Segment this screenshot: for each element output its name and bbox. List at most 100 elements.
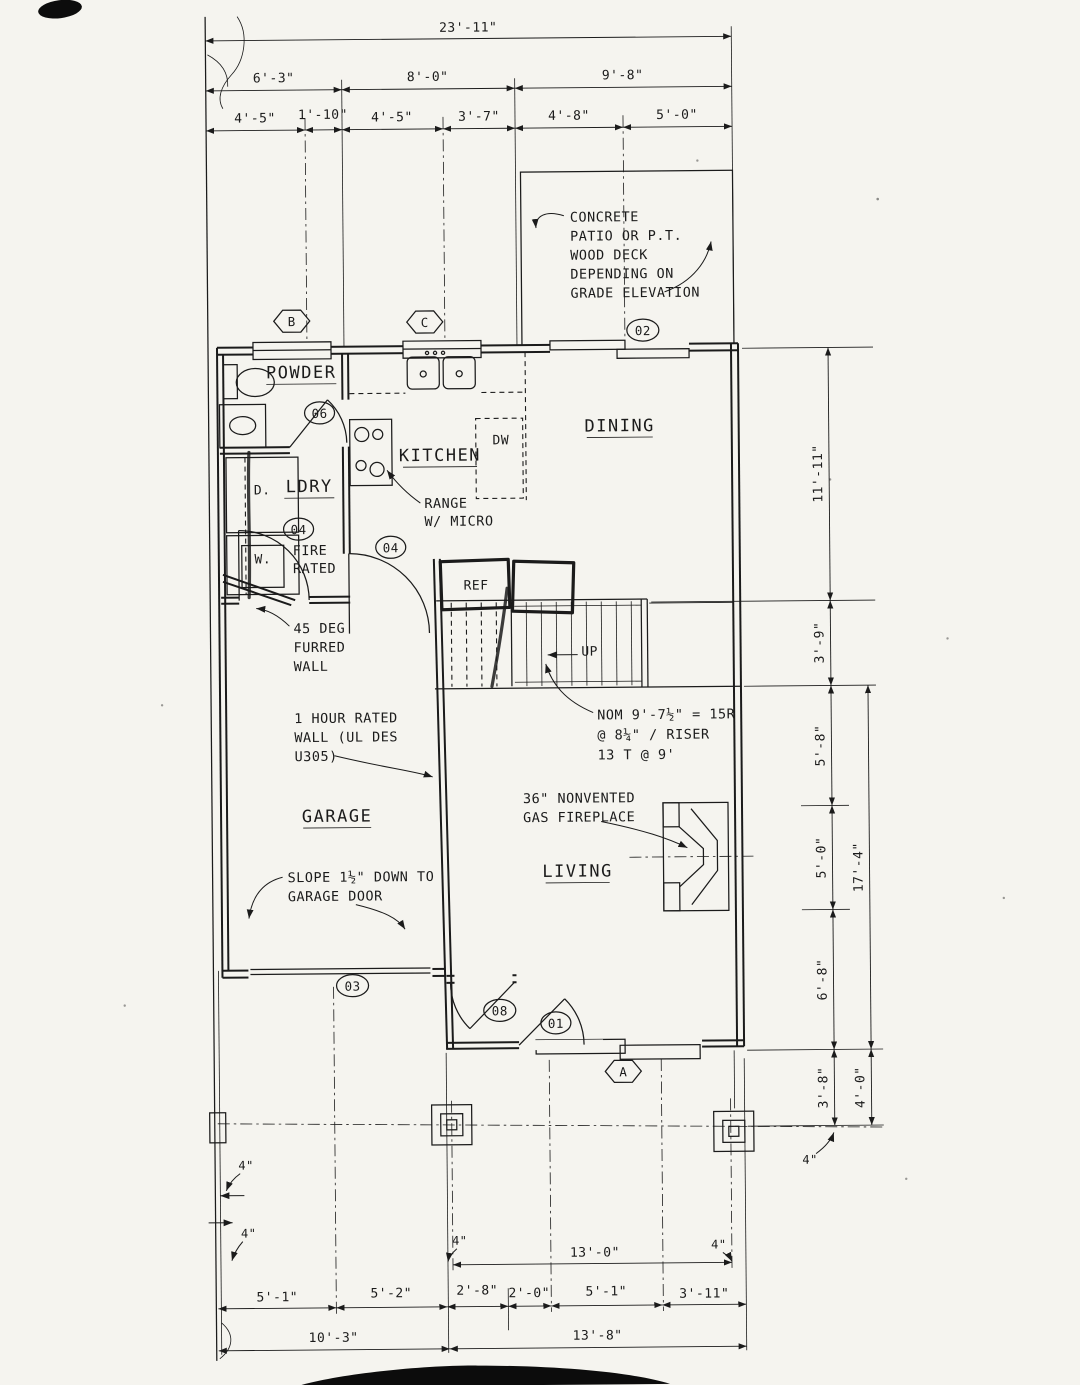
room-label-garage: GARAGE xyxy=(302,806,373,827)
dim-right-4-0: 4'-0" xyxy=(853,1066,868,1108)
door-04-garage-hall xyxy=(348,553,431,634)
break-line-top-2 xyxy=(207,54,229,87)
slope-leader-right xyxy=(355,904,406,930)
dim-bot-13-8: 13'-8" xyxy=(573,1328,623,1343)
break-line-bottom xyxy=(219,1322,232,1360)
note-fireplace-2: GAS FIREPLACE xyxy=(523,809,635,826)
room-label-powder: POWDER xyxy=(266,363,337,384)
keynote-markers: 02 06 04 04 03 08 01 xyxy=(282,318,660,1035)
dim-top-8-0: 8'-0" xyxy=(407,70,449,85)
room-label-kitchen: KITCHEN xyxy=(399,446,481,467)
room-label-laundry: LDRY xyxy=(286,477,333,497)
scan-blob-bottom xyxy=(294,1365,671,1385)
offset-leader-right xyxy=(815,1132,835,1155)
room-label-dining: DINING xyxy=(584,416,655,437)
offset-4in-bottom-right: 4" xyxy=(711,1237,727,1251)
offset-leader-lu xyxy=(225,1173,241,1191)
furred-leader xyxy=(256,605,290,627)
note-slope-2: GARAGE DOOR xyxy=(288,888,383,905)
dim-top-5-0: 5'-0" xyxy=(656,108,698,123)
dim-top-1-10: 1'-10" xyxy=(298,108,348,123)
offset-leader-bl xyxy=(445,1248,458,1262)
scan-stroke xyxy=(246,450,252,600)
keynote-01: 01 xyxy=(548,1016,564,1031)
toilet-bowl xyxy=(235,367,275,398)
kitchen-fixtures: DW xyxy=(348,350,527,501)
one-hour-rated-wall xyxy=(432,558,449,1049)
dim-bottom-porch: 13'-0" xyxy=(570,1245,620,1260)
note-rated-3: U305) xyxy=(294,749,337,765)
door-powder xyxy=(289,399,348,448)
break-line-top xyxy=(219,16,245,109)
washer-inner xyxy=(241,544,285,589)
refrigerator-label: REF xyxy=(464,578,489,593)
note-stairs-1: NOM 9'-7½" = 15R xyxy=(597,706,736,723)
room-labels: POWDER KITCHEN DINING LDRY GARAGE LIVING xyxy=(266,363,655,884)
windows-doors xyxy=(237,336,703,1062)
dim-top-4-5a: 4'-5" xyxy=(234,111,276,126)
porch xyxy=(209,1050,884,1153)
keynote-06: 06 xyxy=(311,406,327,421)
range-leader xyxy=(386,470,421,504)
stairs-up-label: UP xyxy=(581,644,598,659)
note-furred-2: FURRED xyxy=(294,640,346,656)
keynote-02: 02 xyxy=(635,323,651,338)
porch-post-2 xyxy=(713,1110,755,1153)
patio-leader-right xyxy=(664,241,713,293)
dim-right-3-8: 3'-8" xyxy=(816,1067,831,1109)
dishwasher-label: DW xyxy=(492,433,509,448)
refrigerator-outline xyxy=(438,557,512,612)
keynote-03: 03 xyxy=(344,979,360,994)
dim-bot-5-2: 5'-2" xyxy=(370,1286,412,1301)
offset-4in-right: 4" xyxy=(802,1153,818,1167)
dim-bot-2-0: 2'-0" xyxy=(508,1286,550,1301)
lot-line xyxy=(204,16,245,1361)
dim-bot-3-11: 3'-11" xyxy=(679,1286,729,1301)
dryer-label: D. xyxy=(254,483,271,498)
sink-basin-left xyxy=(406,356,440,390)
door-01 xyxy=(518,998,585,1046)
keynote-08: 08 xyxy=(492,1003,508,1018)
note-slope-1: SLOPE 1½" DOWN TO xyxy=(288,869,435,886)
note-rated-1: 1 HOUR RATED xyxy=(294,710,398,727)
dim-right-5-0: 5'-0" xyxy=(814,837,829,879)
laundry-fixtures: D. W. xyxy=(225,450,300,600)
powder-fixtures xyxy=(218,364,275,449)
dryer-box xyxy=(225,456,300,534)
patio-slider-panel-2 xyxy=(616,348,690,359)
note-fireplace-1: 36" NONVENTED xyxy=(523,790,635,807)
dim-top-4-8: 4'-8" xyxy=(548,109,590,124)
dimensions-right: 11'-11" 3'-9" 5'-8" 5'-0" 6'-8" 3'-8" 17… xyxy=(651,346,884,1167)
door-08 xyxy=(449,981,515,1030)
fireplace-outline xyxy=(662,801,730,912)
dim-top-4-5b: 4'-5" xyxy=(371,110,413,125)
note-stairs-2: @ 8¼" / RISER xyxy=(597,727,710,744)
door-04-laundry xyxy=(237,529,310,601)
rated-leader xyxy=(334,755,433,778)
powder-sink xyxy=(229,415,257,436)
note-rated-2: WALL (UL DES xyxy=(294,729,398,746)
note-furred-3: WALL xyxy=(294,659,329,675)
range-outline xyxy=(348,418,393,487)
note-patio-4: DEPENDING ON xyxy=(570,266,674,283)
patio-slider-panel-1 xyxy=(549,339,626,351)
note-stairs-3: 13 T @ 9' xyxy=(597,747,675,764)
dim-right-11-11: 11'-11" xyxy=(811,444,827,502)
dim-right-5-8: 5'-8" xyxy=(813,725,828,767)
dim-bot-10-3: 10'-3" xyxy=(309,1331,359,1346)
note-range-1: RANGE xyxy=(424,496,467,512)
patio: CONCRETE PATIO OR P.T. WOOD DECK DEPENDI… xyxy=(519,169,735,346)
note-patio-1: CONCRETE xyxy=(570,209,639,226)
offset-4in-left-upper: 4" xyxy=(238,1159,254,1173)
dim-top-overall: 23'-11" xyxy=(439,20,497,36)
grid-tag-b: B xyxy=(288,314,296,329)
stairs: UP REF xyxy=(434,557,741,690)
dishwasher-outline xyxy=(475,417,524,500)
patio-leader-left xyxy=(531,213,564,229)
dim-bot-5-1a: 5'-1" xyxy=(256,1290,298,1305)
porch-beam-line xyxy=(217,1123,884,1128)
note-range-2: W/ MICRO xyxy=(424,513,493,530)
washer-box xyxy=(225,534,300,596)
sink-basin-right xyxy=(442,355,476,390)
